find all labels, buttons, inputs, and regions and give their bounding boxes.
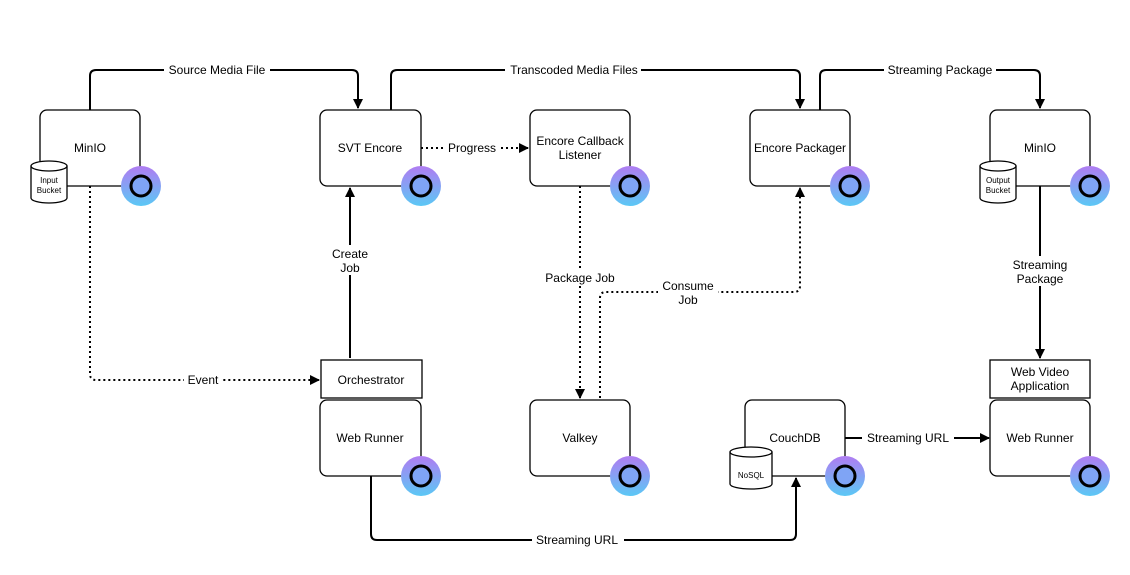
label-create-job-2: Job (340, 261, 360, 275)
label-consume-job-2: Job (678, 293, 698, 307)
node-valkey-label: Valkey (562, 431, 597, 445)
osc-badge-icon (610, 456, 650, 496)
osc-badge-icon (401, 456, 441, 496)
node-web-runner-right[interactable]: Web Runner (989, 399, 1091, 477)
node-svt-encore[interactable]: SVT Encore (319, 109, 422, 187)
node-svt-encore-label: SVT Encore (338, 141, 403, 155)
edge-event (89, 186, 320, 385)
output-bucket-label-2: Bucket (986, 186, 1011, 195)
node-web-runner-left-label: Web Runner (336, 431, 403, 445)
osc-badge-icon (830, 166, 870, 206)
osc-badge-icon (1070, 456, 1110, 496)
node-encore-packager[interactable]: Encore Packager (749, 109, 851, 187)
input-bucket-label-2: Bucket (37, 186, 62, 195)
nosql-label: NoSQL (738, 471, 765, 480)
input-bucket-label-1: Input (40, 176, 59, 185)
node-minio-output-label: MinIO (1024, 141, 1056, 155)
osc-badges (121, 166, 1110, 496)
node-web-runner-left[interactable]: Web Runner (319, 399, 422, 477)
node-web-runner-right-label: Web Runner (1006, 431, 1073, 445)
label-consume-job-1: Consume (662, 279, 714, 293)
node-orchestrator-label: Orchestrator (338, 373, 405, 387)
label-progress: Progress (448, 141, 496, 155)
node-web-video-app-label-2: Application (1011, 379, 1070, 393)
label-streaming-package-top: Streaming Package (888, 63, 993, 77)
node-callback-label-2: Listener (559, 148, 602, 162)
label-streaming-url-bottom: Streaming URL (536, 533, 618, 547)
node-couchdb-label: CouchDB (769, 431, 820, 445)
label-streaming-package-side-1: Streaming (1013, 258, 1068, 272)
node-minio-input-label: MinIO (74, 141, 106, 155)
nosql-database-icon: NoSQL (729, 446, 773, 490)
osc-badge-icon (1070, 166, 1110, 206)
node-callback-label-1: Encore Callback (536, 134, 624, 148)
label-streaming-package-side-2: Package (1017, 272, 1064, 286)
osc-badge-icon (401, 166, 441, 206)
node-valkey[interactable]: Valkey (529, 399, 631, 477)
output-bucket-label-1: Output (986, 176, 1011, 185)
label-event: Event (188, 373, 219, 387)
node-web-video-app-label-1: Web Video (1011, 365, 1070, 379)
osc-badge-icon (825, 456, 865, 496)
osc-badge-icon (121, 166, 161, 206)
label-transcoded-media-files: Transcoded Media Files (510, 63, 638, 77)
node-orchestrator[interactable]: Orchestrator (320, 359, 423, 399)
label-streaming-url-right: Streaming URL (867, 431, 949, 445)
node-encore-callback-listener[interactable]: Encore Callback Listener (529, 109, 631, 187)
label-package-job: Package Job (545, 271, 615, 285)
output-bucket-icon: Output Bucket (979, 160, 1017, 204)
node-encore-packager-label: Encore Packager (754, 141, 846, 155)
input-bucket-icon: Input Bucket (30, 160, 68, 204)
osc-badge-icon (610, 166, 650, 206)
label-source-media-file: Source Media File (169, 63, 266, 77)
label-create-job-1: Create (332, 247, 368, 261)
node-web-video-application[interactable]: Web Video Application (989, 359, 1091, 399)
